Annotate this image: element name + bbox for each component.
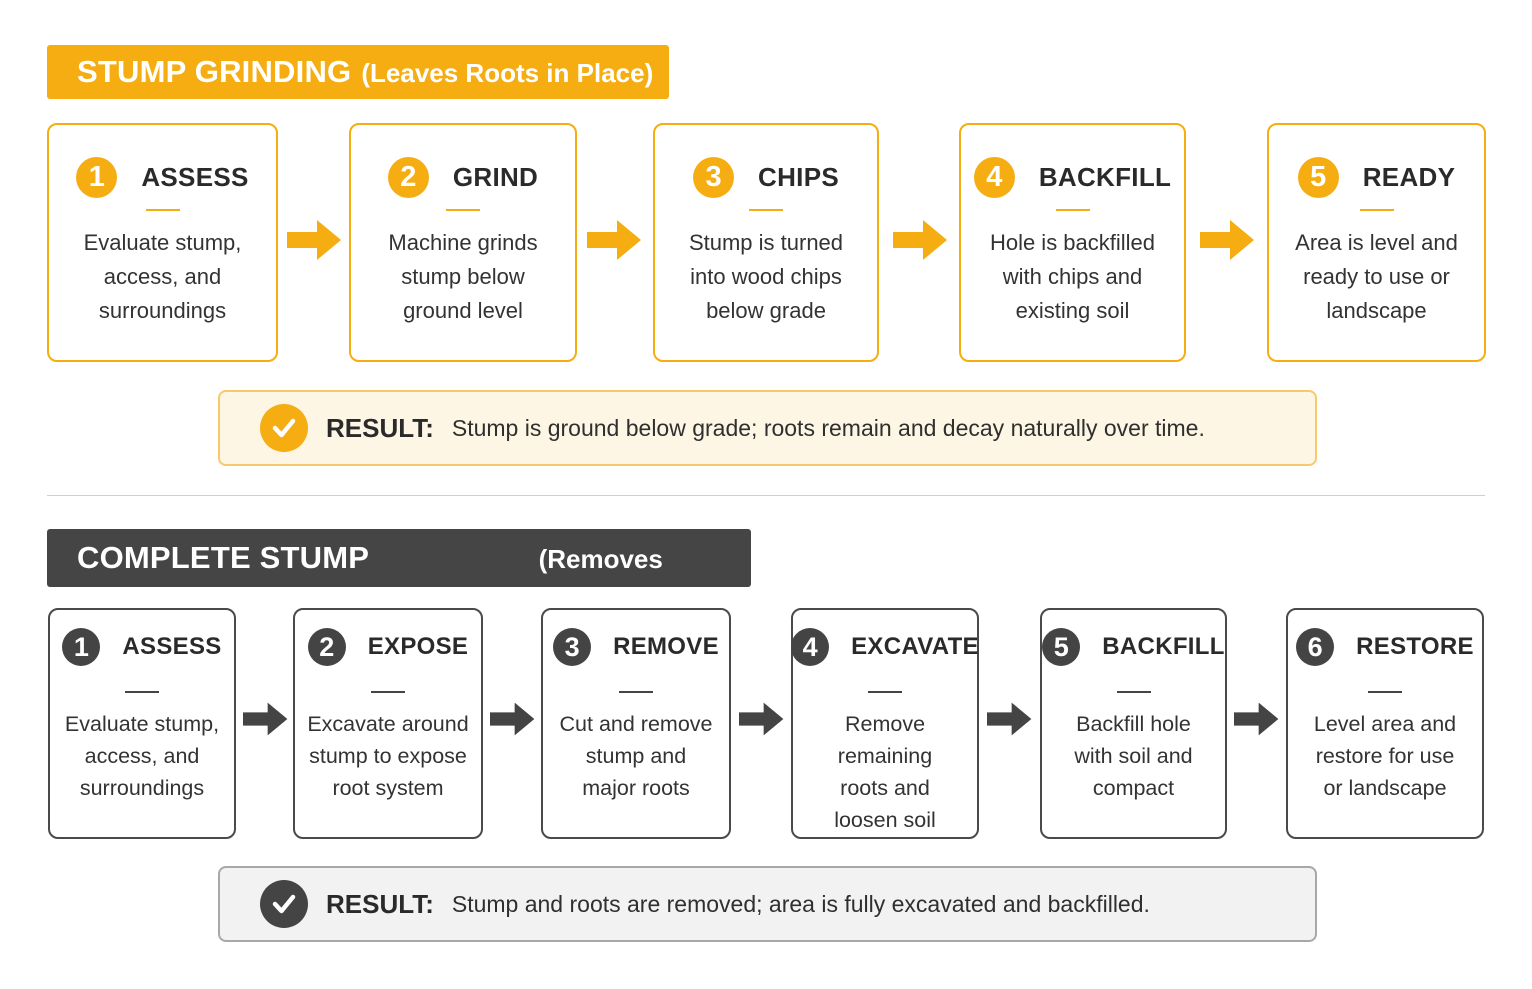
result-label: RESULT: (326, 412, 434, 443)
step-number: 6 (1296, 628, 1335, 666)
step-number: 5 (1297, 156, 1339, 198)
result-text: Stump is ground below grade; roots remai… (451, 414, 1205, 441)
arrow-right-icon (490, 702, 535, 736)
step-title: ASSESS (122, 633, 222, 660)
step-number: 2 (387, 156, 429, 198)
step-divider (371, 691, 405, 693)
step-divider (1055, 209, 1090, 211)
step-title: BACKFILL (1038, 161, 1172, 192)
step-divider (1359, 209, 1394, 211)
arrow-right-icon (287, 220, 341, 260)
step-divider (446, 209, 480, 211)
step-number: 3 (553, 628, 592, 666)
step-number: 3 (693, 156, 735, 198)
arrow-right-icon (1200, 220, 1254, 260)
step-divider (125, 691, 159, 693)
grinding-result: RESULT: Stump is ground below grade; roo… (218, 390, 1317, 466)
step-divider (145, 209, 180, 211)
arrow-right-icon (243, 702, 288, 736)
step-number: 4 (973, 156, 1015, 198)
step-title: BACKFILL (1102, 633, 1225, 660)
step-divider (749, 209, 783, 211)
step-divider (619, 691, 653, 693)
removal-banner: COMPLETE STUMP REMOVAL (Removes Roots) (47, 529, 751, 633)
step-title: REMOVE (613, 633, 719, 660)
arrow-right-icon (893, 220, 947, 260)
step-divider (868, 691, 902, 693)
grinding-subtitle: (Leaves Roots in Place) (361, 58, 654, 88)
step-number: 1 (62, 628, 101, 666)
checkmark-icon (260, 404, 308, 452)
step-title: EXPOSE (367, 633, 469, 660)
step-number: 2 (307, 628, 346, 666)
step-title: GRIND (452, 161, 539, 192)
arrow-right-icon (1234, 702, 1279, 736)
result-text: Stump and roots are removed; area is ful… (451, 890, 1150, 917)
result-label: RESULT: (326, 888, 434, 919)
step-title: ASSESS (141, 161, 249, 192)
step-divider (1368, 691, 1402, 693)
grinding-banner: STUMP GRINDING (Leaves Roots in Place) (47, 45, 669, 99)
step-title: CHIPS (758, 161, 839, 192)
step-number: 4 (791, 628, 830, 666)
step-number: 1 (76, 156, 118, 198)
removal-result: RESULT: Stump and roots are removed; are… (218, 866, 1317, 942)
grinding-title: STUMP GRINDING (77, 54, 352, 89)
step-title: READY (1362, 161, 1456, 192)
step-title: RESTORE (1356, 633, 1474, 660)
step-number: 5 (1042, 628, 1081, 666)
arrow-right-icon (587, 220, 641, 260)
step-title: EXCAVATE (851, 633, 979, 660)
step-divider (1116, 691, 1151, 693)
arrow-right-icon (987, 702, 1032, 736)
section-divider (47, 495, 1485, 496)
arrow-right-icon (739, 702, 784, 736)
checkmark-icon (260, 880, 308, 928)
